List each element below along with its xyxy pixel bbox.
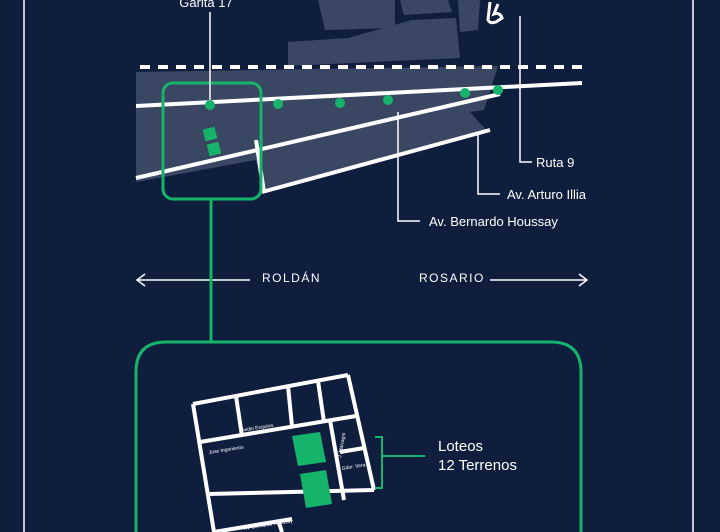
lot-block-north: [292, 432, 326, 466]
lots-count: 12 Terrenos: [438, 457, 517, 474]
road-bernardo-houssay: [261, 128, 491, 194]
detail-lots: [292, 432, 332, 508]
ruta9-markers: [205, 85, 503, 110]
detail-panel: [134, 340, 583, 532]
direction-right-label: ROSARIO: [419, 271, 485, 285]
direction-left-label: ROLDÁN: [262, 270, 321, 285]
lots-title: Loteos: [438, 438, 483, 455]
road-marker: [493, 85, 503, 95]
direction-left: ROLDÁN: [135, 270, 321, 287]
road-arturo-illia: [135, 92, 501, 180]
road-loop-icon: [486, 1, 504, 25]
illia-callout-line: [477, 135, 500, 195]
city-blocks: [136, 0, 498, 194]
road-marker: [460, 88, 470, 98]
direction-right: ROSARIO: [419, 271, 589, 287]
road-marker: [335, 98, 345, 108]
site-lots-small: [202, 126, 222, 157]
arrow-right-icon: [578, 273, 589, 287]
lots-bracket: [375, 436, 383, 489]
road-marker: [205, 100, 215, 110]
street-label-bottom: Av. Bernardo Houssay: [243, 518, 293, 532]
street-label-top: Ovidio Esquina: [239, 423, 273, 434]
road-marker: [383, 95, 393, 105]
street-label-right: Gdor. Vera: [341, 462, 366, 472]
illia-label: Av. Arturo Illia: [507, 187, 587, 202]
houssay-label: Av. Bernardo Houssay: [429, 214, 558, 229]
arrow-left-icon: [135, 273, 146, 287]
street-label-vertical: J. Malvagni: [337, 432, 347, 458]
ruta9-callout-line: [519, 16, 532, 163]
detail-street-grid: [191, 373, 376, 532]
road-marker: [273, 99, 283, 109]
lot-block-south: [300, 470, 332, 508]
garita-label: Garita 17: [179, 0, 232, 10]
street-label-left: Jose Ingenieros: [208, 444, 244, 456]
ruta9-label: Ruta 9: [536, 155, 574, 170]
houssay-callout-line: [397, 112, 420, 222]
